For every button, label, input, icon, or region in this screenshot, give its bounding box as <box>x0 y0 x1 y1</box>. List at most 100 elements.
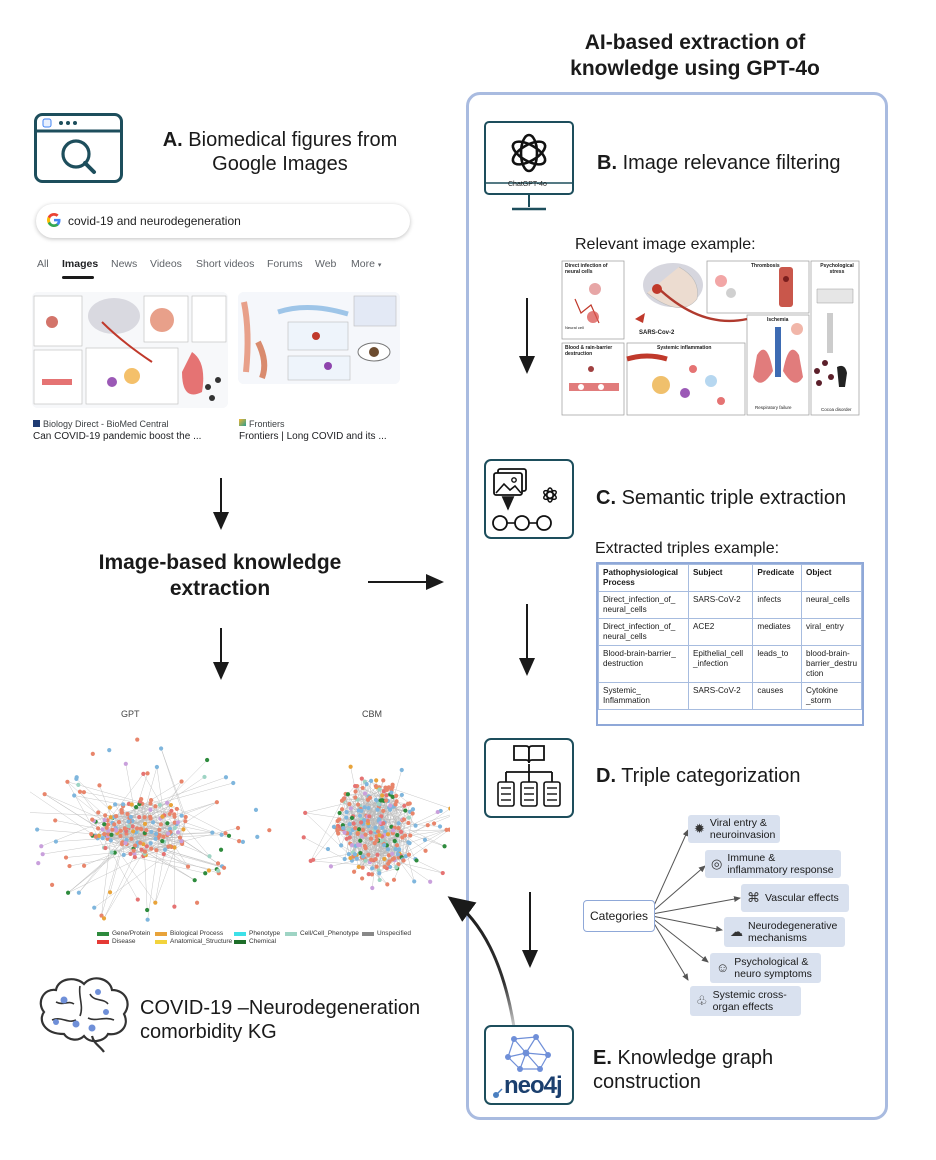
network-node <box>376 801 381 806</box>
network-node <box>76 782 81 787</box>
category-systemic: ♧Systemic cross-organ effects <box>690 986 801 1016</box>
network-node <box>431 821 437 826</box>
legend-anatomical-structure: Anatomical_Structure <box>155 938 232 945</box>
network-node <box>185 864 191 869</box>
network-node <box>380 793 385 798</box>
network-node <box>448 806 450 811</box>
legend-unspecified: Unspecified <box>362 930 411 937</box>
legend-gene-protein: Gene/Protein <box>97 930 150 937</box>
network-node <box>144 828 149 833</box>
network-edge <box>395 804 398 836</box>
network-node <box>364 782 369 787</box>
search-bar[interactable] <box>36 204 410 238</box>
tab-all[interactable]: All <box>37 258 49 270</box>
tab-web[interactable]: Web <box>315 258 337 270</box>
tab-short-videos[interactable]: Short videos <box>196 258 255 270</box>
network-node <box>179 839 184 844</box>
network-node <box>169 808 174 813</box>
network-node <box>344 836 349 841</box>
network-edge <box>358 829 385 860</box>
search-input[interactable]: covid-19 and neurodegeneration <box>68 214 241 228</box>
tab-forums[interactable]: Forums <box>267 258 303 270</box>
tab-images[interactable]: Images <box>62 258 99 270</box>
network-edge <box>109 804 124 808</box>
network-node <box>356 864 361 869</box>
network-node <box>345 792 351 797</box>
cell: SARS-CoV-2 <box>687 682 754 710</box>
network-node <box>95 826 101 831</box>
tab-videos[interactable]: Videos <box>150 258 182 270</box>
network-node <box>402 833 408 838</box>
network-node <box>410 807 416 812</box>
network-node <box>386 785 391 790</box>
network-node <box>382 856 387 862</box>
network-node <box>351 869 357 874</box>
network-node <box>160 839 165 844</box>
network-node <box>413 823 418 828</box>
network-node <box>119 841 125 847</box>
network-edge <box>364 846 380 881</box>
network-node <box>369 778 374 783</box>
network-node <box>131 829 136 834</box>
network-edge <box>142 803 156 839</box>
network-node <box>301 835 306 840</box>
category-psychological: ☺Psychological & neuro symptoms <box>710 953 821 983</box>
fig-label-systemic: Systemic inflammation <box>657 345 712 351</box>
result-caption-2[interactable]: Frontiers | Long COVID and its ... <box>239 431 387 442</box>
network-node <box>126 819 131 824</box>
cell: Systemic_ Inflammation <box>598 682 689 710</box>
network-node <box>422 837 428 842</box>
network-node <box>331 824 337 829</box>
network-node <box>65 779 70 784</box>
network-node <box>374 778 379 783</box>
category-immune: ◎Immune & inflammatory response <box>705 850 841 878</box>
network-node <box>339 807 345 812</box>
network-node <box>366 872 371 877</box>
network-node <box>121 802 126 807</box>
tab-more[interactable]: More ▾ <box>351 258 381 270</box>
network-node <box>342 856 347 862</box>
network-node <box>139 827 144 832</box>
tab-news[interactable]: News <box>111 258 138 270</box>
network-edge <box>134 856 206 874</box>
network-node <box>125 811 130 817</box>
network-node <box>384 793 389 798</box>
network-edge <box>398 823 441 827</box>
network-node <box>365 818 370 824</box>
head-icon: ☺ <box>716 960 730 975</box>
network-node <box>151 820 156 825</box>
network-node <box>357 813 363 818</box>
cell: Direct_infection_of_ neural_cells <box>598 618 689 646</box>
step-e-text: Knowledge graph construction <box>593 1047 774 1093</box>
network-edge <box>105 804 116 816</box>
network-node <box>344 810 349 815</box>
network-node <box>390 784 395 790</box>
network-edge <box>303 837 345 860</box>
chatgpt-monitor-icon <box>484 121 574 222</box>
network-node <box>96 833 102 838</box>
image-result-thumbnail[interactable] <box>238 292 400 384</box>
image-result-thumbnail[interactable] <box>32 292 228 408</box>
network-node <box>122 826 127 831</box>
result-caption-1[interactable]: Can COVID-19 pandemic boost the ... <box>33 431 202 442</box>
network-node <box>172 814 177 819</box>
network-node <box>149 797 154 803</box>
network-node <box>353 789 358 794</box>
result-source-1: Biology Direct - BioMed Central <box>43 419 169 429</box>
network-node <box>393 847 398 852</box>
network-node <box>53 839 59 844</box>
table-row: Blood-brain-barrier_ destruction Epithel… <box>598 645 862 683</box>
network-node <box>162 847 168 852</box>
network-edge <box>362 808 450 868</box>
network-edge <box>67 829 147 893</box>
network-node <box>399 792 404 798</box>
network-node <box>81 863 87 868</box>
network-node <box>174 806 179 812</box>
triples-example-label: Extracted triples example: <box>595 540 780 557</box>
network-edge <box>130 827 239 855</box>
network-node <box>386 853 392 858</box>
network-node <box>165 800 170 805</box>
network-node <box>49 882 55 887</box>
network-edge <box>160 748 186 818</box>
fig-label-thrombosis: Thrombosis <box>751 263 780 269</box>
